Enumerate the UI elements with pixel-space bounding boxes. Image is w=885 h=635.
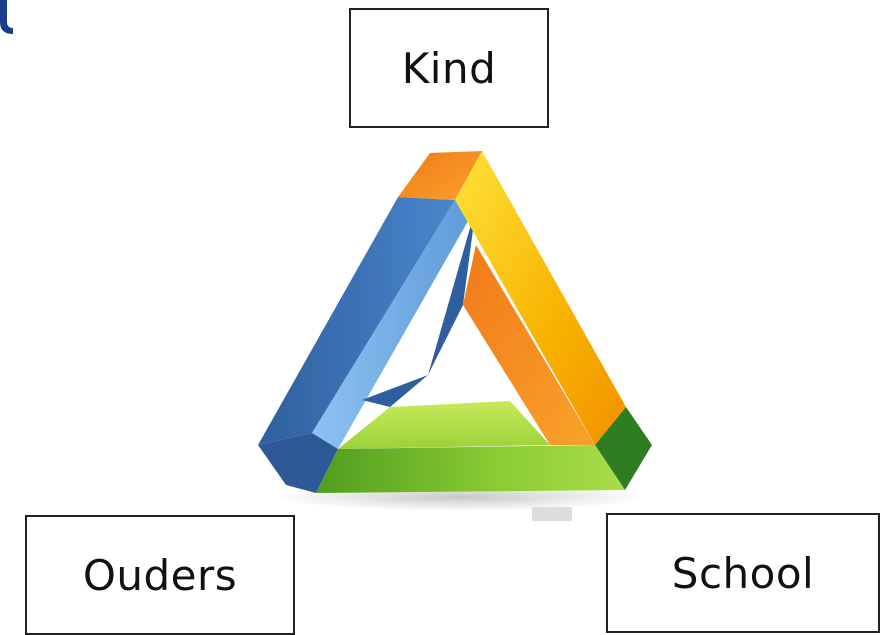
node-school-label: School xyxy=(671,548,815,598)
node-ouders: Ouders xyxy=(25,515,295,635)
penrose-triangle-icon xyxy=(258,151,652,521)
node-kind-label: Kind xyxy=(401,43,497,93)
node-ouders-label: Ouders xyxy=(82,550,238,600)
node-kind: Kind xyxy=(349,8,549,128)
node-school: School xyxy=(606,513,880,633)
corner-mark-icon xyxy=(0,0,13,34)
